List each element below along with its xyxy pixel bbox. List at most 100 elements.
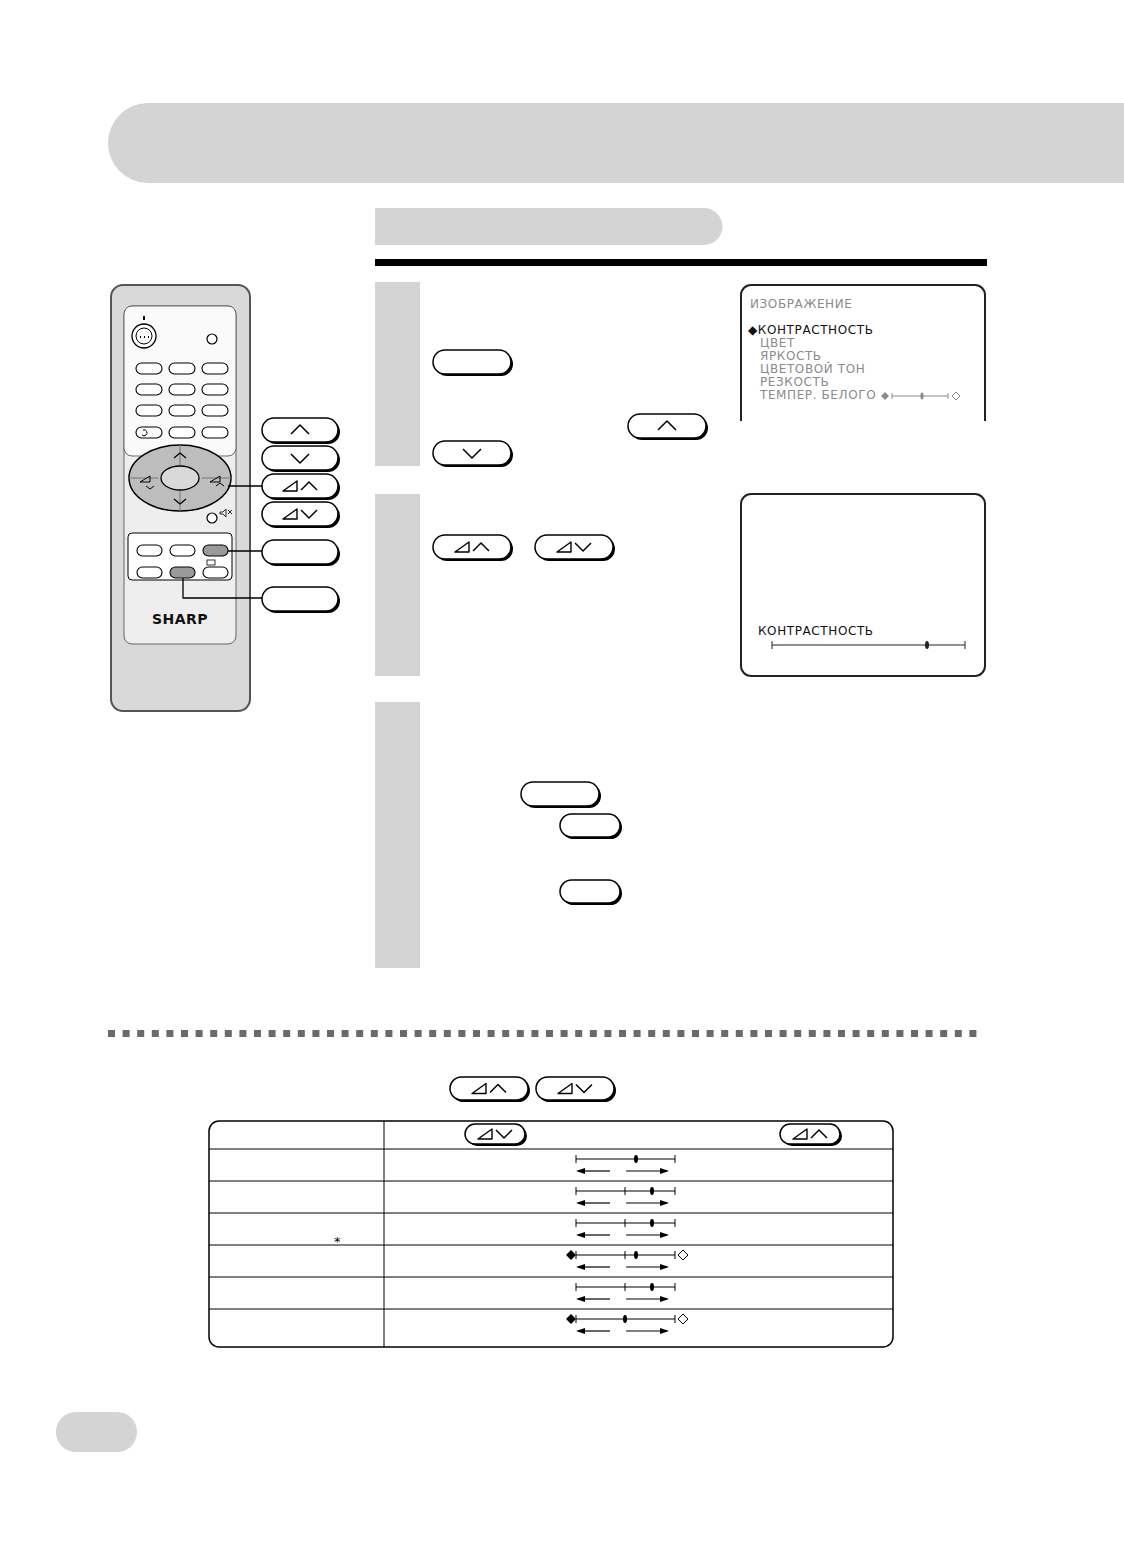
chevron-down: [496, 1130, 512, 1138]
separator-dot: [196, 1030, 203, 1037]
menu-row: ТЕМПЕР. БЕЛОГО: [748, 389, 964, 402]
mute-icon: [220, 509, 232, 517]
leader-line: [228, 550, 262, 551]
key-button: [262, 540, 338, 564]
key-button: [535, 535, 613, 559]
arrow-left-head: [576, 1296, 585, 1302]
menu-row: ЯРКОСТЬ: [748, 350, 822, 363]
slider-center: [625, 1251, 626, 1259]
separator-dot: [940, 1030, 947, 1037]
separator-dot: [736, 1030, 743, 1037]
remote-keypad: [124, 306, 236, 456]
key-button: [433, 350, 511, 374]
slider-marker: [921, 392, 924, 399]
separator-dot: [531, 1030, 538, 1037]
function-panel: [128, 533, 232, 580]
number-key: [136, 405, 162, 416]
separator-dot: [137, 1030, 144, 1037]
separator-dot: [371, 1030, 378, 1037]
volume-triangle: [557, 542, 571, 552]
slider-ends: [576, 1187, 675, 1195]
diamond-open: [678, 1314, 688, 1324]
separator-dot: [969, 1030, 976, 1037]
key-button: [262, 446, 338, 470]
separator-dot: [575, 1030, 582, 1037]
diamond-filled: [566, 1250, 576, 1260]
table-row-line: [209, 1181, 893, 1182]
key-button: [262, 418, 338, 442]
separator-dot: [838, 1030, 845, 1037]
osd-adjust-screen: КОНТРАСТНОСТЬ: [740, 493, 986, 677]
separator-dot: [634, 1030, 641, 1037]
slider-marker: [634, 1251, 638, 1259]
separator-dot: [152, 1030, 159, 1037]
section-band: [375, 208, 723, 245]
slider-center: [625, 1283, 626, 1291]
page-tab: [56, 1412, 137, 1452]
slider-marker: [623, 1315, 627, 1323]
menu-item: ◆КОНТРАСТНОСТЬ: [748, 323, 874, 337]
volume-triangle: [283, 481, 297, 491]
table-row-line: [209, 1149, 893, 1150]
function-key: [170, 545, 195, 556]
table-row-line: [209, 1309, 893, 1310]
separator-dot: [604, 1030, 611, 1037]
separator-dot: [823, 1030, 830, 1037]
number-key: [169, 427, 195, 438]
slider-ends: [576, 1251, 675, 1259]
number-key: [136, 363, 162, 374]
separator-dot: [225, 1030, 232, 1037]
separator-dot: [955, 1030, 962, 1037]
separator-dot: [590, 1030, 597, 1037]
table-frame: [209, 1121, 893, 1347]
separator-dot: [677, 1030, 684, 1037]
separator-dot: [458, 1030, 465, 1037]
osd-menu-screen: ИЗОБРАЖЕНИЕ◆КОНТРАСТНОСТЬЦВЕТЯРКОСТЬЦВЕТ…: [740, 284, 986, 421]
step-bar: [375, 494, 420, 676]
nav-vol: [140, 476, 224, 489]
separator-dot: [896, 1030, 903, 1037]
table-row-line: [209, 1245, 893, 1246]
arrow-right-head: [660, 1200, 669, 1206]
table-row-line: [209, 1213, 893, 1214]
number-key: [169, 384, 195, 395]
separator-dot: [400, 1030, 407, 1037]
separator-dot: [385, 1030, 392, 1037]
volume-triangle: [455, 542, 469, 552]
arrow-right-head: [660, 1168, 669, 1174]
separator-dot: [210, 1030, 217, 1037]
slider-center: [625, 1187, 626, 1195]
arrow-left-head: [576, 1168, 585, 1174]
mute-button: [207, 513, 217, 523]
menu-row: ЦВЕТОВОЙ ТОН: [748, 363, 865, 376]
separator-dot: [721, 1030, 728, 1037]
separator-dot: [123, 1030, 130, 1037]
arrow-left-head: [576, 1200, 585, 1206]
chevron-up: [301, 482, 317, 490]
step-bar: [375, 282, 420, 466]
arrow-left-head: [576, 1328, 585, 1334]
separator-dot: [546, 1030, 553, 1037]
separator-dot: [415, 1030, 422, 1037]
slider-ends: [576, 1315, 675, 1323]
key-button: [780, 1124, 840, 1144]
key-button: [262, 474, 338, 498]
nav-center: [161, 466, 199, 490]
volume-triangle: [283, 509, 297, 519]
slider-center: [625, 1219, 626, 1227]
separator-dot: [867, 1030, 874, 1037]
separator-dot: [780, 1030, 787, 1037]
slider-ends: [576, 1219, 675, 1227]
footnote-mark: *: [334, 1234, 341, 1249]
chevron-down: [291, 454, 309, 463]
key-button: [560, 880, 620, 903]
menu-item: РЕЗКОСТЬ: [760, 375, 829, 389]
title-band: [108, 103, 1124, 183]
nav-arrows: [174, 453, 186, 504]
separator-dot: [108, 1030, 115, 1037]
arrow-right-head: [660, 1296, 669, 1302]
menu-row: ЦВЕТ: [748, 337, 795, 350]
menu-row: КОНТРАСТНОСТЬ: [758, 625, 874, 638]
